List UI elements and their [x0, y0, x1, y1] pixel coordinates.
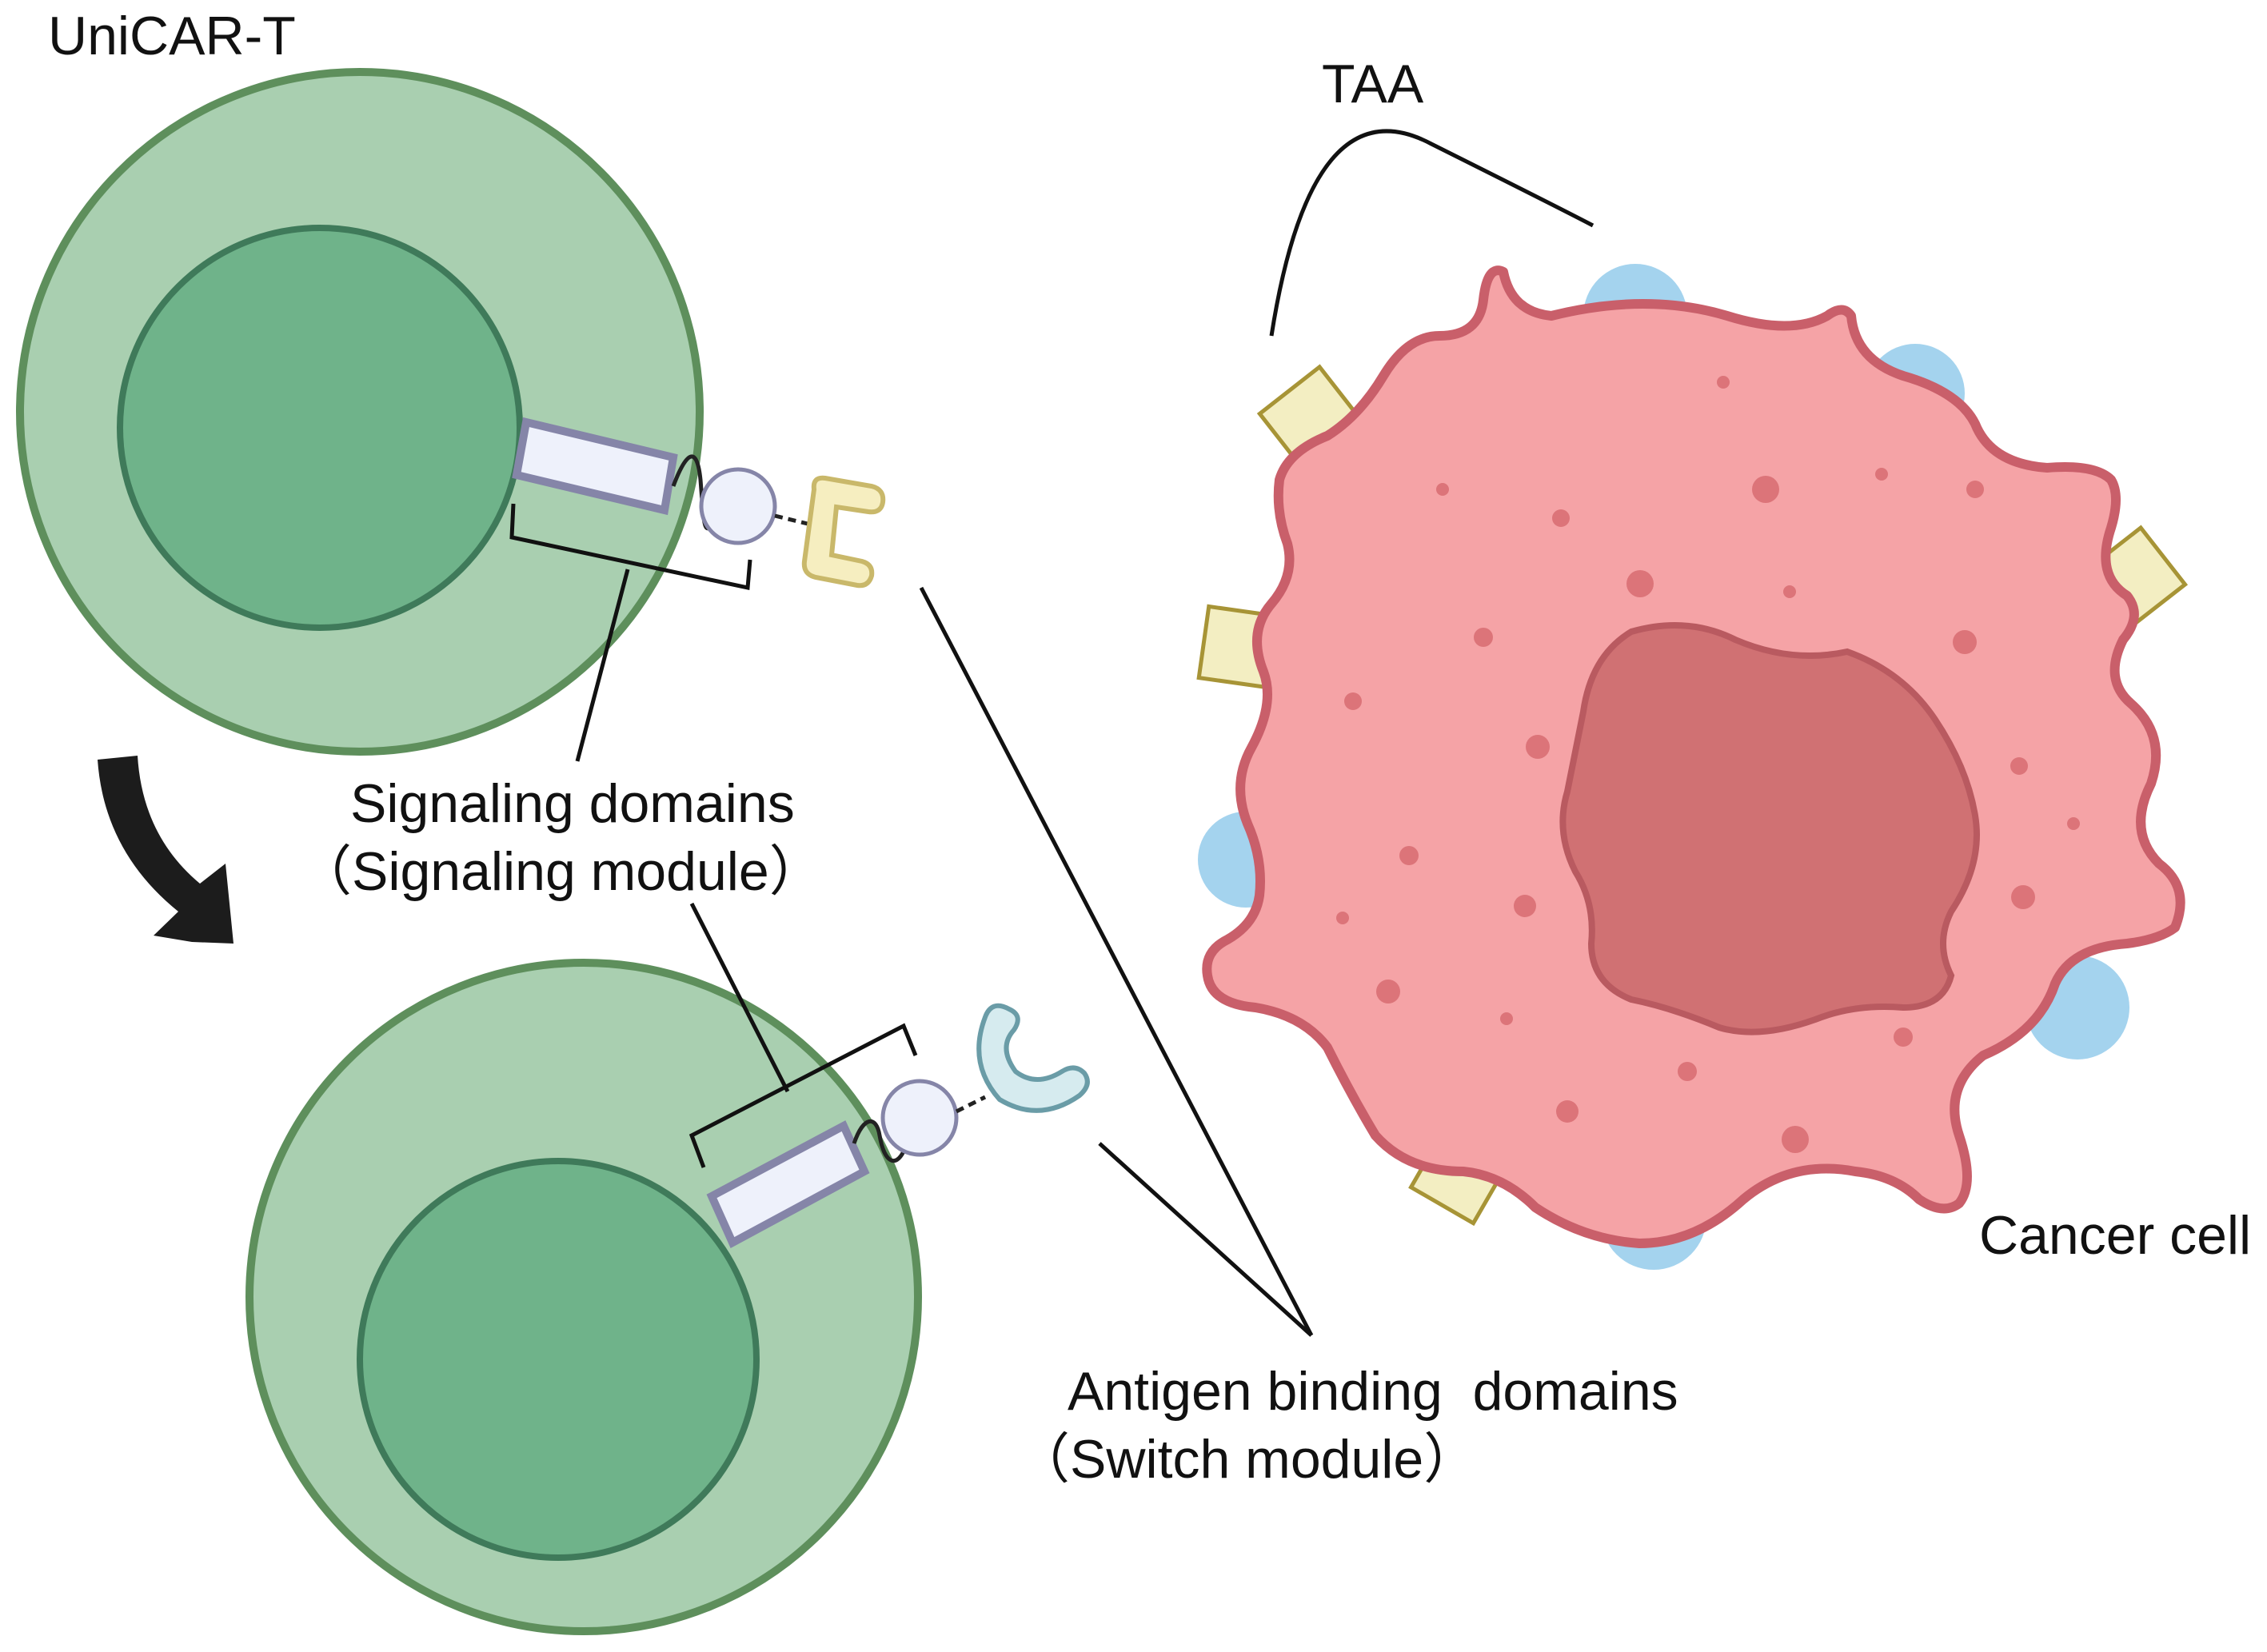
leader-taa [1269, 129, 1594, 337]
cancer-cytoplasm-dots [1336, 376, 2080, 1153]
dashed-link-top [774, 513, 808, 526]
label-signaling-domains: Signaling domains [350, 773, 795, 834]
leader-antigen-top [919, 586, 1314, 1337]
label-signaling-module: （Signaling module） [297, 841, 824, 902]
tcell-top-nucleus [117, 225, 523, 631]
cancer-cell-nucleus [1559, 622, 1980, 1035]
curved-arrow-icon [98, 756, 233, 944]
label-switch-module: （Switch module） [1016, 1429, 1478, 1490]
binding-domain-bottom [880, 1079, 959, 1157]
leader-signaling-top [575, 569, 630, 762]
hinge-bottom [852, 1119, 906, 1163]
signaling-bracket-top [509, 503, 752, 591]
cancer-cell [1196, 264, 2189, 1270]
signaling-bracket-bottom [688, 1023, 918, 1168]
unicar-t-cell-bottom [245, 959, 1090, 1635]
label-antigen-binding-domains: Antigen binding domains [1068, 1361, 1678, 1422]
tcell-bottom-nucleus [357, 1158, 760, 1561]
leader-signaling-bottom [689, 902, 790, 1093]
car-receptor-top [512, 417, 678, 516]
dashed-link-bottom [955, 1095, 987, 1114]
title-unicar-t: UniCAR-T [48, 6, 296, 66]
leader-antigen-bottom [1098, 1142, 1313, 1337]
unicar-t-cell-top [16, 68, 886, 756]
binding-domain-top [699, 467, 777, 545]
label-cancer-cell: Cancer cell [1979, 1205, 2251, 1266]
adapter-blue-bottom [976, 1003, 1090, 1113]
car-receptor-bottom-shape [706, 1120, 870, 1248]
adapter-yellow-top [801, 475, 886, 589]
label-taa: TAA [1322, 54, 1424, 114]
